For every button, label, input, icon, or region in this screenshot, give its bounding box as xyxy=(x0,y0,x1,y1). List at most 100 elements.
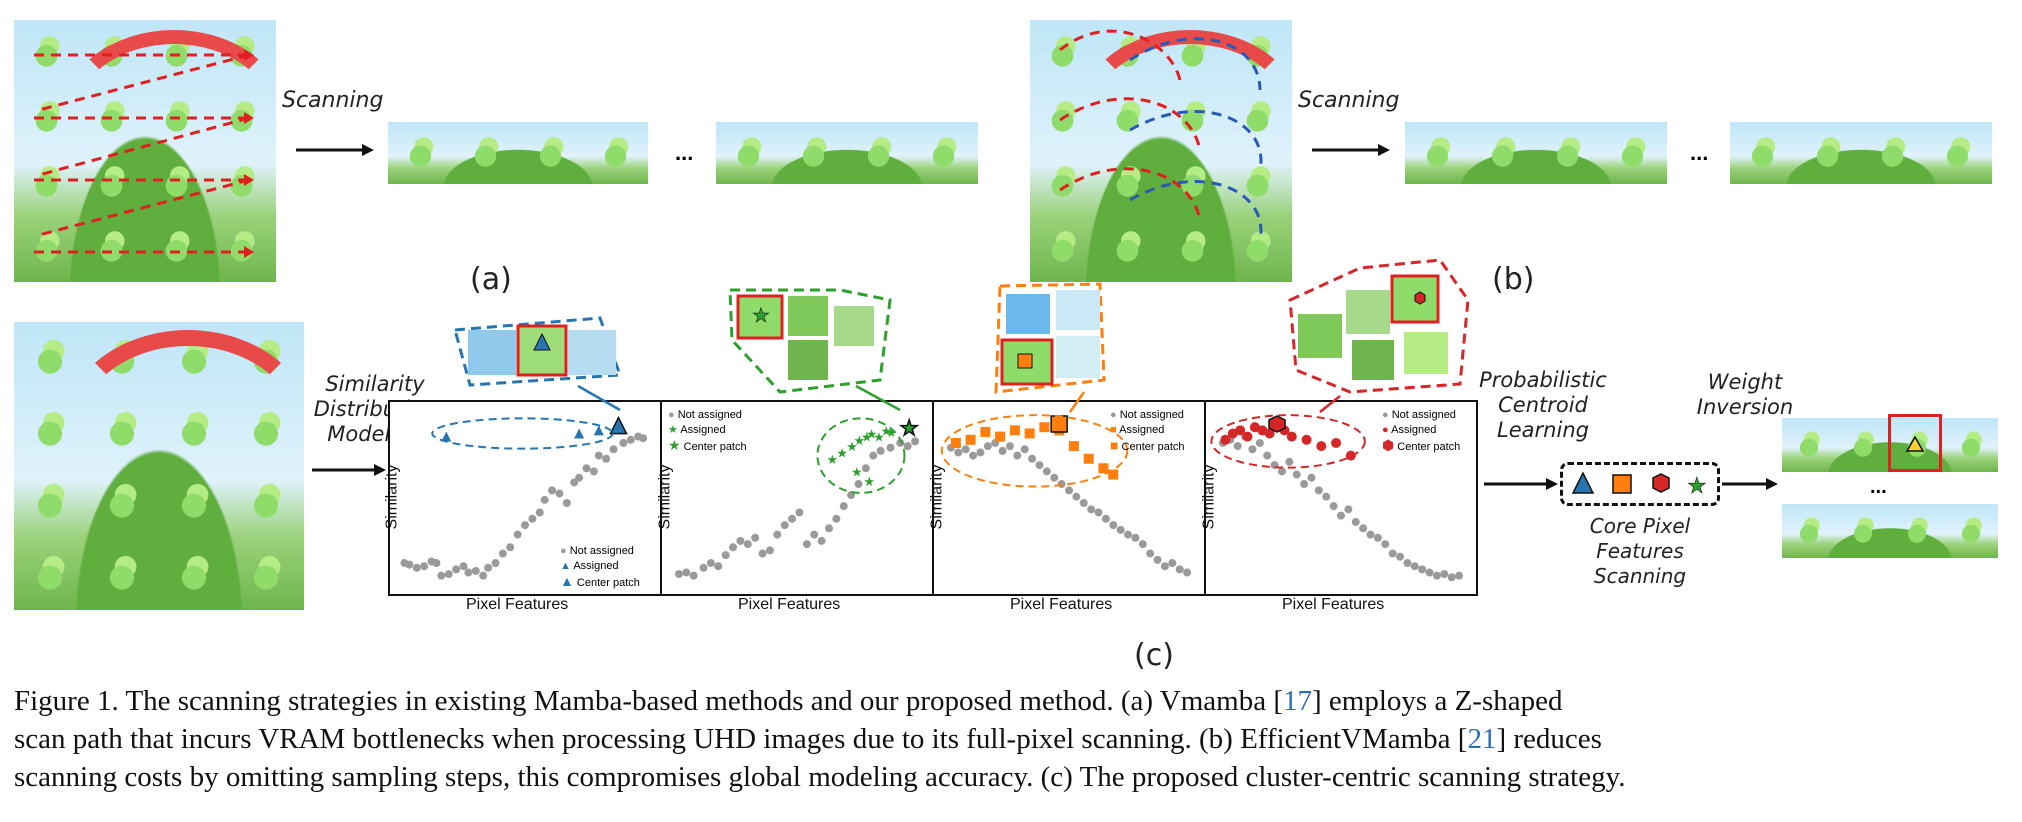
point-assigned xyxy=(1235,425,1246,436)
point-not-assigned xyxy=(1425,568,1434,577)
point-assigned: ★ xyxy=(866,426,878,441)
point-not-assigned xyxy=(1277,467,1286,476)
legend-4: ● Not assigned ● Assigned ⬢ Center patch xyxy=(1382,409,1461,453)
point-not-assigned xyxy=(1072,492,1081,501)
core-pixel-box: ★ xyxy=(1560,462,1720,506)
core-pixel-label: Core Pixel Features Scanning xyxy=(1589,514,1691,588)
point-not-assigned xyxy=(765,546,774,555)
arrow-b xyxy=(1312,144,1390,156)
citation-17[interactable]: 17 xyxy=(1283,685,1313,717)
point-not-assigned xyxy=(961,445,970,454)
point-not-assigned xyxy=(464,568,473,577)
point-not-assigned xyxy=(1359,524,1368,533)
point-not-assigned xyxy=(1020,445,1029,454)
point-center-patch xyxy=(609,415,628,435)
point-not-assigned xyxy=(609,445,618,454)
arrow-to-core xyxy=(1484,478,1558,490)
point-not-assigned xyxy=(1403,559,1412,568)
point-assigned: ★ xyxy=(836,445,848,460)
point-not-assigned xyxy=(1050,473,1059,482)
point-not-assigned xyxy=(983,442,992,451)
skip-scan-path xyxy=(1059,29,1263,241)
point-not-assigned xyxy=(575,473,584,482)
caption-line-2: scan path that incurs VRAM bottlenecks w… xyxy=(14,723,1602,755)
point-not-assigned xyxy=(706,559,715,568)
legend-1: ● Not assigned ▲ Assigned ▲ Center patch xyxy=(560,545,640,589)
point-not-assigned xyxy=(1042,467,1051,476)
point-assigned: ★ xyxy=(861,430,873,445)
patch-strip-b2 xyxy=(1730,122,1992,184)
ellipsis-c: ... xyxy=(1870,476,1887,498)
point-not-assigned xyxy=(1292,470,1301,479)
point-not-assigned xyxy=(674,570,683,579)
point-not-assigned xyxy=(1263,451,1272,460)
point-assigned xyxy=(1068,441,1079,452)
citation-21[interactable]: 21 xyxy=(1467,723,1497,755)
point-not-assigned xyxy=(1285,457,1294,466)
point-not-assigned xyxy=(1396,552,1405,561)
cluster-ellipse xyxy=(1210,414,1366,469)
point-not-assigned xyxy=(1300,480,1309,489)
point-not-assigned xyxy=(1087,505,1096,514)
point-not-assigned xyxy=(570,478,579,487)
point-not-assigned xyxy=(689,571,698,580)
probabilistic-label: Probabilistic Centroid Learning xyxy=(1479,368,1607,442)
point-not-assigned xyxy=(589,467,598,476)
point-not-assigned xyxy=(1175,565,1184,574)
point-not-assigned xyxy=(1418,565,1427,574)
point-not-assigned xyxy=(452,565,461,574)
panel-label-c: (c) xyxy=(1134,638,1174,673)
point-assigned: ★ xyxy=(863,474,875,489)
point-not-assigned xyxy=(1344,505,1353,514)
weight-inversion-label: Weight Inversion xyxy=(1696,370,1794,419)
xlabel-4: Pixel Features xyxy=(1282,596,1385,613)
legend-2: ● Not assigned ★ Assigned ★ Center patch xyxy=(668,409,747,453)
point-assigned xyxy=(995,431,1006,442)
point-assigned xyxy=(1098,463,1109,474)
svg-text:★: ★ xyxy=(1687,473,1707,498)
point-not-assigned xyxy=(1366,530,1375,539)
point-not-assigned xyxy=(861,464,870,473)
point-assigned: ★ xyxy=(846,439,858,454)
output-center-patch xyxy=(1888,414,1942,472)
patch-strip-a1 xyxy=(388,122,648,184)
point-not-assigned xyxy=(1373,533,1382,542)
point-not-assigned xyxy=(1432,571,1441,580)
point-assigned xyxy=(1264,428,1275,439)
point-not-assigned xyxy=(1183,568,1192,577)
patch-strip-b1 xyxy=(1405,122,1667,184)
point-not-assigned xyxy=(751,533,760,542)
point-not-assigned xyxy=(1168,559,1177,568)
point-not-assigned xyxy=(1028,454,1037,463)
point-not-assigned xyxy=(582,464,591,473)
point-not-assigned xyxy=(1160,562,1169,571)
point-assigned xyxy=(1345,450,1356,461)
point-not-assigned xyxy=(444,570,453,579)
point-not-assigned xyxy=(780,521,789,530)
point-assigned xyxy=(574,428,585,439)
point-assigned xyxy=(1331,437,1342,448)
point-not-assigned xyxy=(1410,562,1419,571)
point-not-assigned xyxy=(1233,442,1242,451)
point-not-assigned xyxy=(758,549,767,558)
point-assigned xyxy=(1242,431,1253,442)
point-not-assigned xyxy=(513,530,522,539)
point-not-assigned xyxy=(555,489,564,498)
scanning-label-a: Scanning xyxy=(282,88,384,113)
xlabel-3: Pixel Features xyxy=(1010,596,1113,613)
point-not-assigned xyxy=(602,454,611,463)
point-not-assigned xyxy=(1255,438,1264,447)
point-not-assigned xyxy=(876,446,885,455)
point-not-assigned xyxy=(1013,451,1022,460)
point-not-assigned xyxy=(1131,533,1140,542)
point-not-assigned xyxy=(484,563,493,572)
point-not-assigned xyxy=(788,514,797,523)
point-not-assigned xyxy=(506,543,515,552)
point-not-assigned xyxy=(405,560,414,569)
point-not-assigned xyxy=(810,530,819,539)
point-not-assigned xyxy=(839,502,848,511)
point-not-assigned xyxy=(1307,473,1316,482)
xlabel-2: Pixel Features xyxy=(738,596,841,613)
point-not-assigned xyxy=(471,566,480,575)
